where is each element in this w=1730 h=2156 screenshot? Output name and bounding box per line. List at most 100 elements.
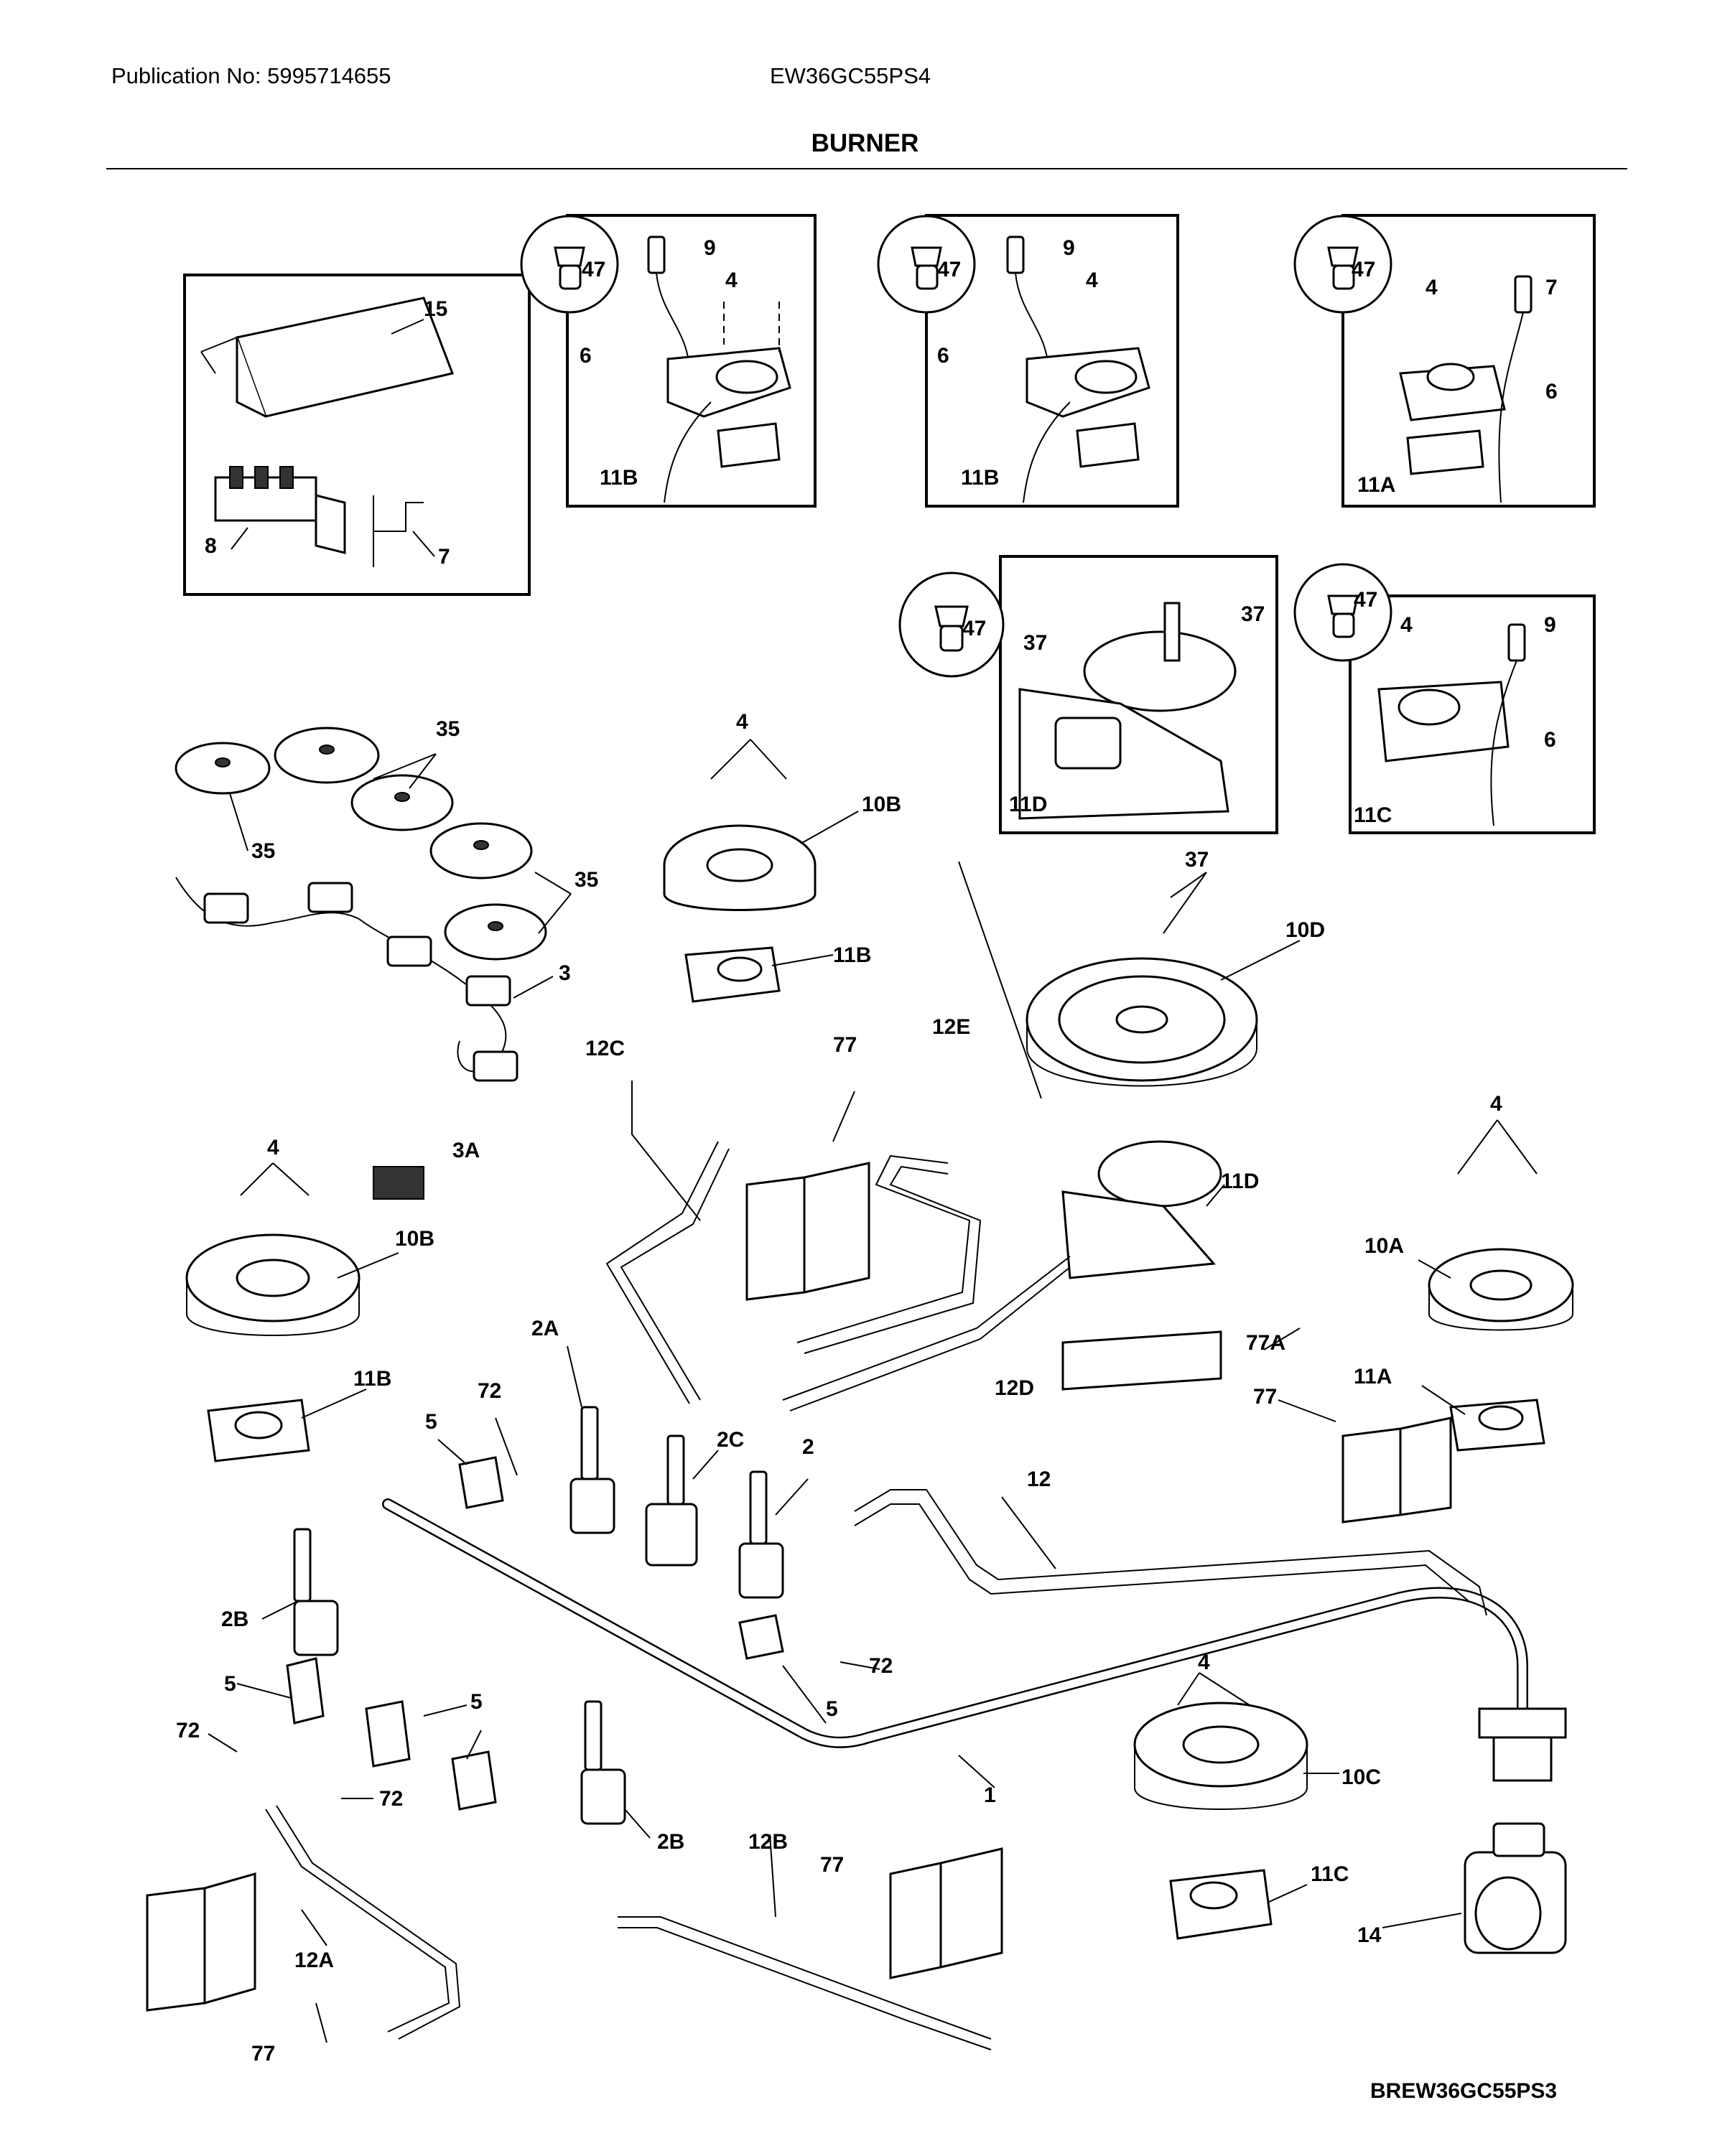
callout-5: 5 <box>826 1697 838 1721</box>
callout-12B: 12B <box>748 1830 788 1854</box>
valves-2 <box>293 1406 784 1825</box>
leader-lines <box>208 319 1538 2043</box>
callout-4: 4 <box>736 710 748 734</box>
callout-35: 35 <box>251 839 275 863</box>
callout-12C: 12C <box>585 1037 625 1060</box>
callout-11B: 11B <box>833 943 871 967</box>
callout-11C: 11C <box>1311 1862 1349 1886</box>
callout-3: 3 <box>559 961 571 985</box>
callout-9: 9 <box>1544 613 1556 637</box>
callout-10D: 10D <box>1285 918 1325 942</box>
model-number: EW36GC55PS4 <box>770 63 931 88</box>
burner-head-10C <box>1133 1702 1308 1940</box>
publication-number: Publication No: 5995714655 <box>111 63 391 88</box>
callout-47: 47 <box>937 258 961 281</box>
callout-5: 5 <box>425 1410 437 1434</box>
callout-77: 77 <box>1253 1385 1277 1409</box>
inset-11C <box>1293 563 1596 834</box>
callout-15: 15 <box>424 297 447 321</box>
callout-4: 4 <box>267 1136 279 1159</box>
callout-47: 47 <box>962 617 986 640</box>
gas-manifold-1 <box>382 1498 1567 1782</box>
inset-11B-b <box>877 214 1179 508</box>
callout-77: 77 <box>820 1853 844 1877</box>
callout-4: 4 <box>1086 269 1098 292</box>
callout-6: 6 <box>1545 380 1558 403</box>
inset-11D <box>898 555 1278 834</box>
gas-tubes-12 <box>265 1141 1487 2050</box>
callout-77: 77 <box>251 2042 275 2066</box>
callout-7: 7 <box>438 545 450 569</box>
callout-2B: 2B <box>221 1607 248 1631</box>
callout-77: 77 <box>833 1033 857 1057</box>
callout-10C: 10C <box>1341 1765 1381 1789</box>
burner-head-10A <box>1428 1248 1574 1452</box>
callout-2: 2 <box>802 1435 814 1459</box>
callout-11A: 11A <box>1354 1365 1392 1389</box>
callout-5: 5 <box>224 1672 236 1696</box>
callout-12: 12 <box>1027 1467 1051 1491</box>
callout-10A: 10A <box>1364 1234 1404 1258</box>
callout-11B: 11B <box>961 466 999 490</box>
callout-37: 37 <box>1241 602 1265 626</box>
igniter-switches-3 <box>175 877 518 1200</box>
callout-5: 5 <box>470 1690 483 1714</box>
callout-14: 14 <box>1357 1923 1382 1947</box>
drawing-id: BREW36GC55PS3 <box>1370 2079 1558 2103</box>
burner-caps-35 <box>175 727 547 961</box>
callout-72: 72 <box>869 1654 893 1678</box>
inset-11B-a <box>520 214 817 508</box>
callout-10B: 10B <box>395 1227 434 1251</box>
callout-11C: 11C <box>1354 803 1392 827</box>
callout-35: 35 <box>436 717 460 741</box>
callout-11D: 11D <box>1009 793 1047 816</box>
burner-head-10B-left <box>185 1233 361 1462</box>
callout-4: 4 <box>1426 276 1438 299</box>
callout-72: 72 <box>176 1719 200 1742</box>
callout-72: 72 <box>478 1379 501 1403</box>
callout-6: 6 <box>580 344 592 368</box>
inset-11A <box>1293 214 1596 508</box>
callout-9: 9 <box>1063 236 1075 260</box>
callout-labels: 15 8 7 47 9 4 6 11B 47 9 4 6 11B 47 4 7 … <box>176 236 1558 2066</box>
callout-1: 1 <box>984 1783 996 1807</box>
callout-35: 35 <box>575 868 598 892</box>
callout-2A: 2A <box>531 1317 559 1340</box>
callout-11A: 11A <box>1357 473 1395 497</box>
callout-2B: 2B <box>657 1830 684 1854</box>
burner-head-10B-top <box>663 824 817 1003</box>
callout-9: 9 <box>704 236 716 260</box>
callout-12D: 12D <box>995 1376 1034 1400</box>
callout-10B: 10B <box>862 793 901 816</box>
callout-47: 47 <box>1354 588 1377 612</box>
callout-37: 37 <box>1023 631 1047 655</box>
callout-47: 47 <box>582 258 605 281</box>
callout-11B: 11B <box>600 466 638 490</box>
callout-72: 72 <box>379 1787 403 1811</box>
callout-12A: 12A <box>294 1949 334 1972</box>
clamps-5 <box>286 1456 784 1811</box>
inset-igniter-module <box>183 274 531 596</box>
callout-11B: 11B <box>353 1367 391 1391</box>
callout-12E: 12E <box>932 1015 970 1039</box>
callout-2C: 2C <box>717 1428 744 1452</box>
callout-3A: 3A <box>452 1139 480 1162</box>
burner-head-10D <box>1026 957 1258 1279</box>
brackets-77 <box>146 1162 1452 2012</box>
pressure-regulator-14 <box>1464 1822 1567 1954</box>
page-title: BURNER <box>811 129 919 157</box>
callout-11D: 11D <box>1221 1170 1259 1193</box>
callout-8: 8 <box>205 534 217 558</box>
callout-77A: 77A <box>1246 1331 1285 1355</box>
title-rule <box>106 168 1627 169</box>
callout-4: 4 <box>1400 613 1413 637</box>
callout-37: 37 <box>1185 848 1209 872</box>
callout-4: 4 <box>1198 1651 1210 1674</box>
callout-7: 7 <box>1545 276 1558 299</box>
callout-4: 4 <box>725 269 738 292</box>
callout-4: 4 <box>1490 1092 1502 1116</box>
callout-6: 6 <box>937 344 949 368</box>
callout-6: 6 <box>1544 728 1556 752</box>
callout-47: 47 <box>1352 258 1375 281</box>
